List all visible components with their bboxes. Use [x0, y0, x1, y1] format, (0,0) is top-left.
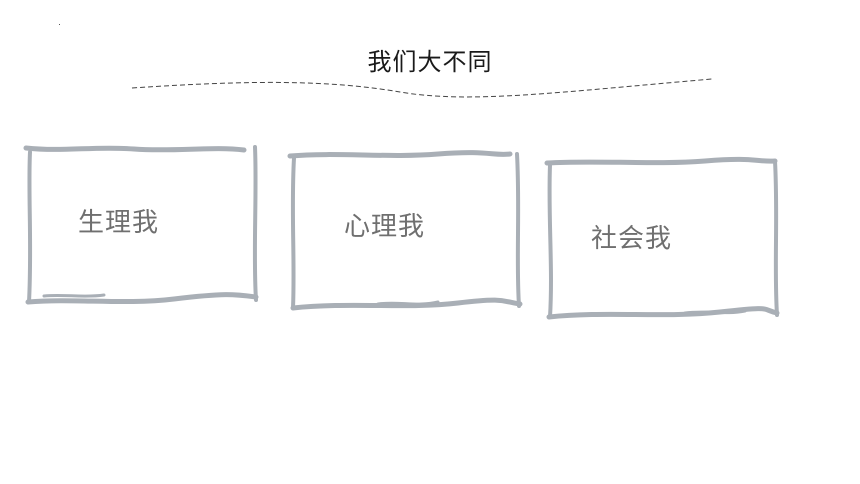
sketch-frame [23, 145, 259, 305]
slide-title: 我们大不同 [367, 48, 493, 76]
card-label: 生理我 [78, 208, 160, 238]
sketch-frame [287, 150, 523, 311]
card-label: 心理我 [344, 212, 426, 242]
stray-dot [59, 24, 60, 25]
card-social-self: 社会我 [544, 156, 781, 323]
card-physiological-self: 生理我 [23, 144, 260, 308]
card-psychological-self: 心理我 [287, 150, 524, 314]
sketch-frame [544, 156, 780, 320]
card-label: 社会我 [591, 224, 673, 254]
